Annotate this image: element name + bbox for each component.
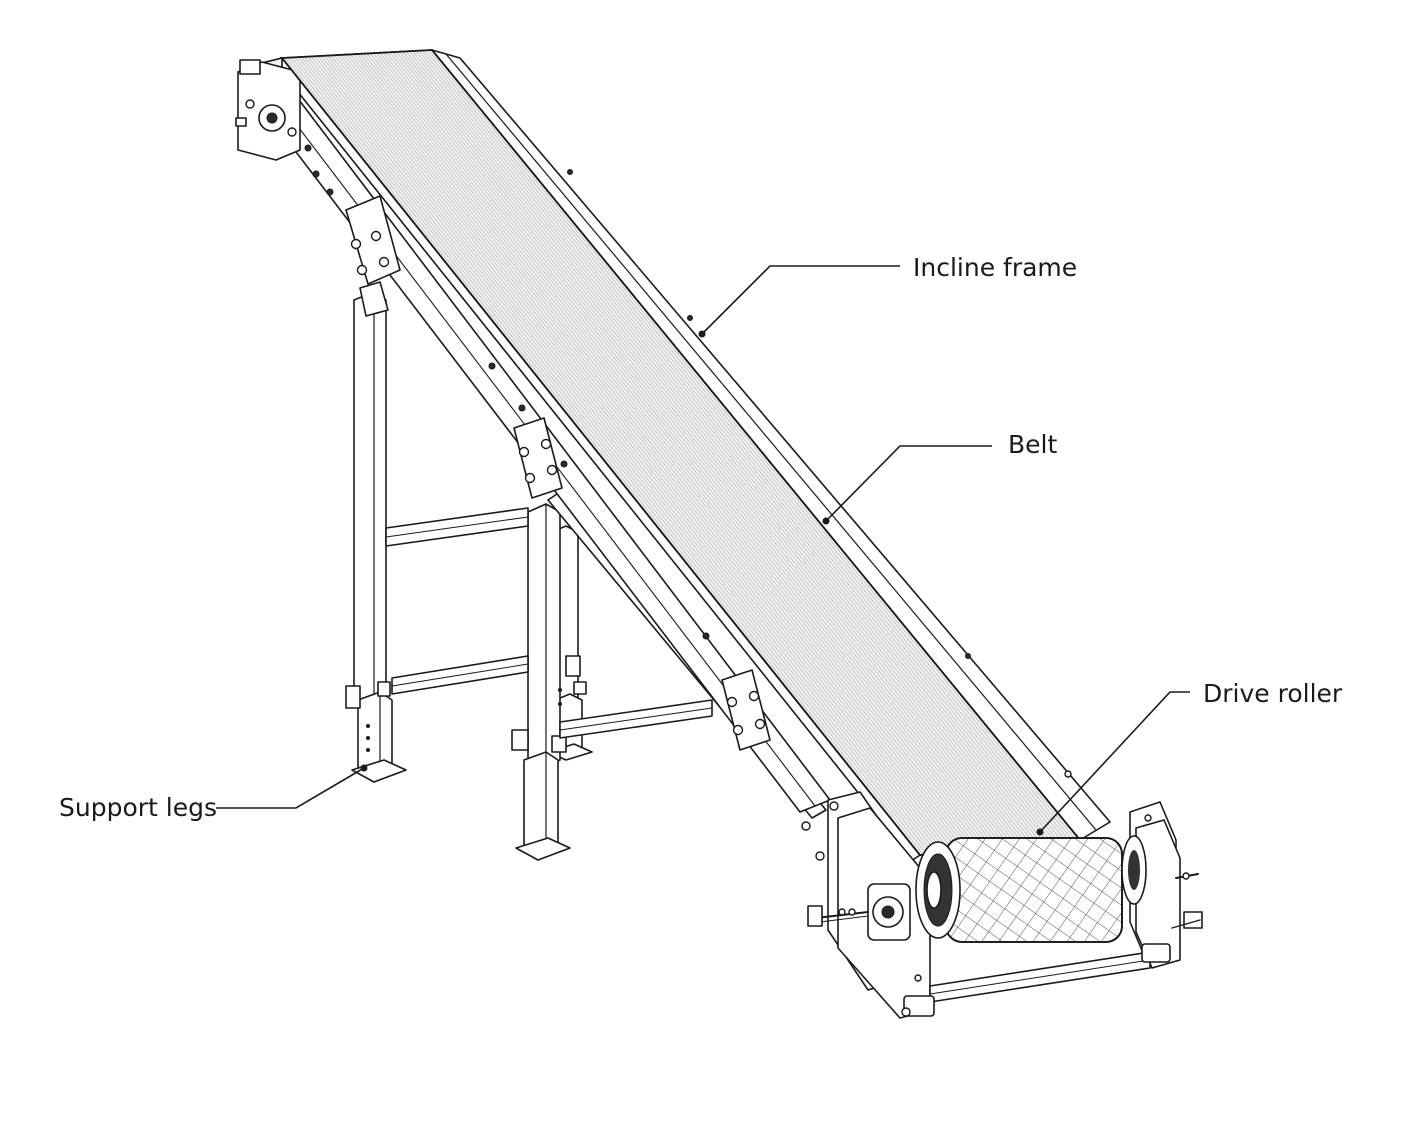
callout-incline-frame: Incline frame — [698, 253, 1077, 338]
belt-line — [356, 53, 1001, 848]
belt-line — [386, 52, 1032, 845]
belt-line — [412, 50, 1060, 843]
label-support-legs: Support legs — [59, 793, 217, 822]
belt-line — [372, 52, 1018, 847]
rail-bolts — [304, 144, 971, 659]
belt-line — [340, 54, 983, 850]
drive-roller — [915, 835, 1147, 943]
belt-line — [288, 57, 928, 855]
belt-line — [425, 50, 1074, 841]
belt-line — [337, 54, 980, 850]
belt-line — [376, 52, 1022, 846]
support-leg-front-left — [511, 503, 571, 861]
belt-line — [291, 57, 931, 855]
belt-line — [402, 51, 1050, 844]
belt-line — [379, 52, 1025, 846]
marker-incline-frame — [698, 330, 706, 338]
label-incline-frame: Incline frame — [913, 253, 1077, 282]
belt — [280, 49, 1082, 856]
belt-line — [333, 54, 976, 851]
belt-line — [314, 56, 956, 852]
marker-support-legs — [360, 764, 368, 772]
belt-line — [389, 52, 1036, 845]
belt-line — [418, 50, 1067, 842]
belt-line — [392, 51, 1039, 845]
belt-line — [343, 54, 987, 850]
incline-frame — [235, 49, 1111, 887]
marker-drive-roller — [1036, 828, 1044, 836]
belt-line — [405, 51, 1053, 843]
callout-support-legs: Support legs — [59, 764, 368, 822]
belt-line — [304, 56, 945, 853]
callout-belt: Belt — [822, 430, 1057, 525]
belt-line — [297, 56, 938, 854]
label-drive-roller: Drive roller — [1203, 679, 1343, 708]
belt-line — [307, 56, 949, 853]
belt-line — [284, 57, 924, 855]
callout-drive-roller: Drive roller — [1036, 679, 1343, 836]
belt-line — [382, 52, 1029, 846]
belt-line — [320, 55, 963, 852]
belt-line — [301, 56, 942, 854]
belt-line — [353, 53, 997, 849]
gusset-plates — [345, 195, 771, 751]
drive-roller-assembly — [801, 770, 1203, 1019]
belt-line — [399, 51, 1046, 844]
leader-incline-frame — [701, 265, 900, 335]
leader-belt — [825, 445, 992, 522]
belt-line — [294, 57, 935, 854]
support-leg-rear-left — [345, 291, 407, 783]
belt-line — [346, 54, 990, 849]
belt-line — [428, 50, 1077, 841]
leader-support-legs — [216, 767, 365, 809]
belt-line — [317, 55, 959, 852]
belt-line — [363, 53, 1008, 848]
belt-line — [324, 55, 966, 852]
marker-belt — [822, 517, 830, 525]
callouts: Incline frame Belt Drive roller Support … — [59, 253, 1343, 836]
belt-line — [359, 53, 1004, 848]
belt-line — [330, 55, 973, 851]
belt-line — [369, 53, 1015, 847]
belt-line — [415, 50, 1063, 842]
belt-line — [311, 56, 952, 853]
label-belt: Belt — [1008, 430, 1057, 459]
head-end-bearing — [235, 59, 301, 161]
belt-line — [350, 54, 994, 849]
belt-texture — [284, 50, 1077, 855]
belt-line — [366, 53, 1011, 847]
belt-line — [408, 50, 1056, 843]
belt-line — [421, 50, 1070, 842]
belt-line — [395, 51, 1043, 844]
leader-drive-roller — [1039, 691, 1190, 833]
belt-line — [327, 55, 970, 851]
tail-bearing — [807, 883, 911, 941]
